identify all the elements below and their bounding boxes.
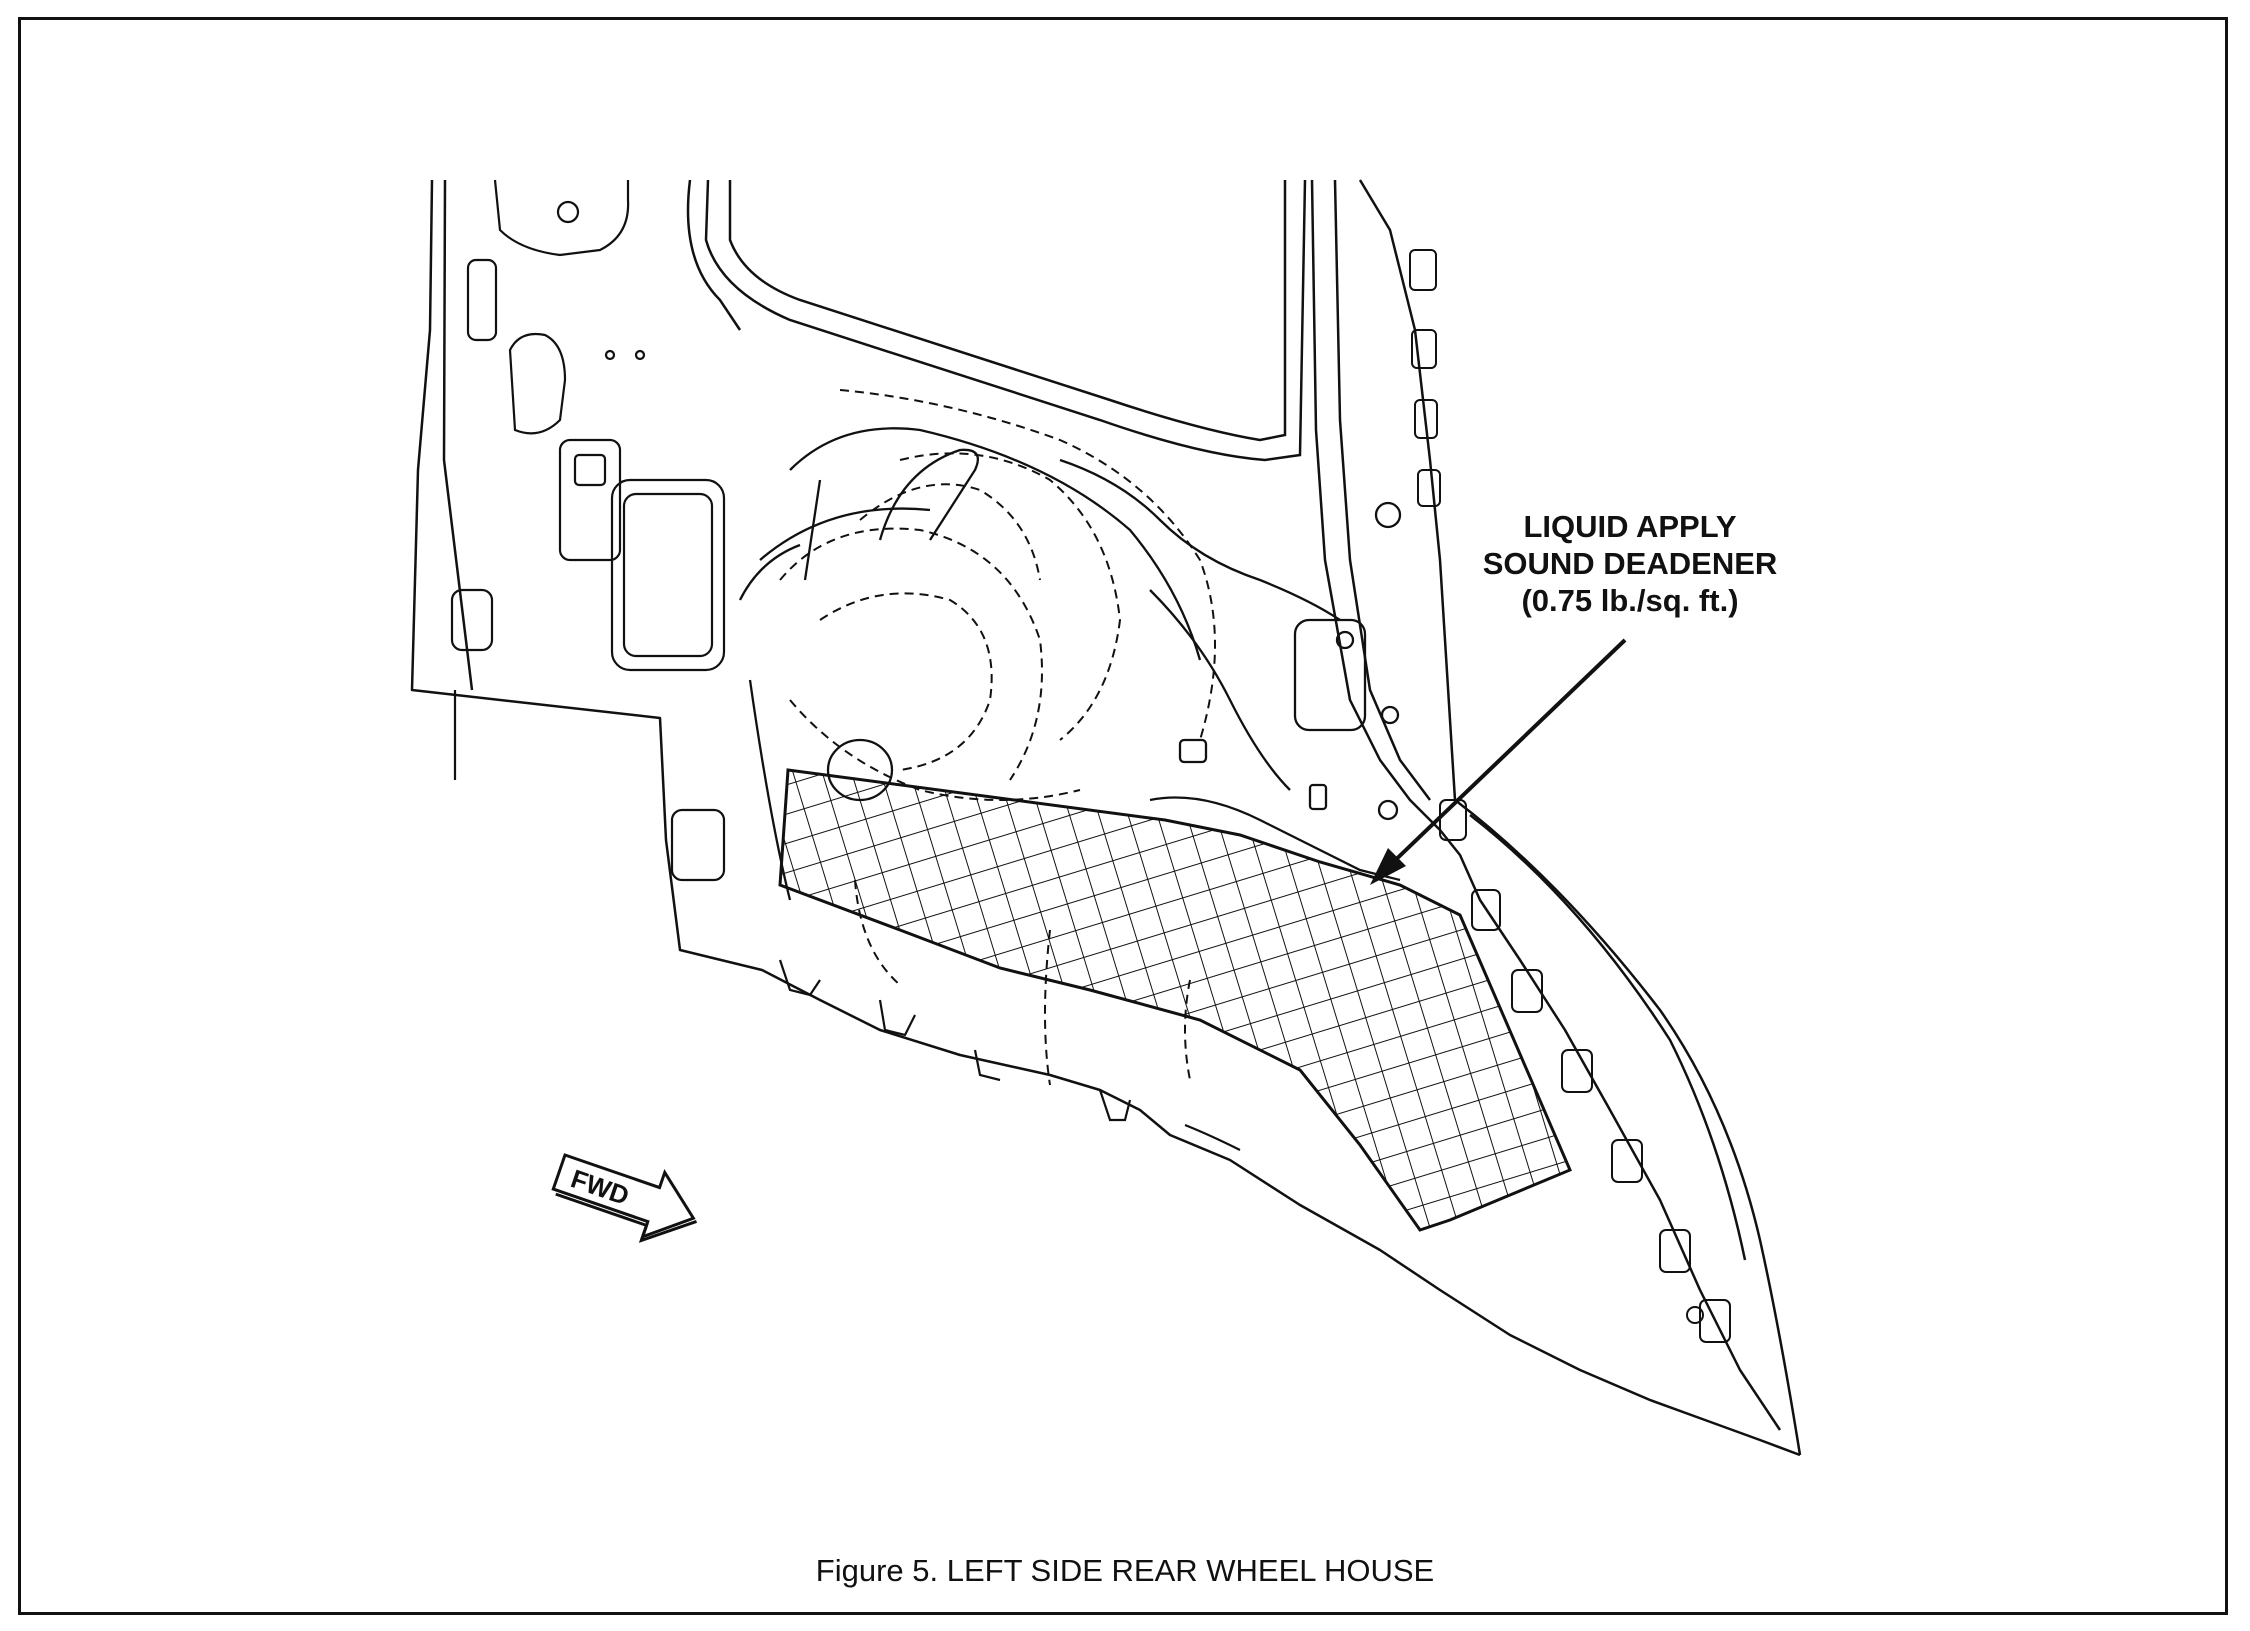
rear-edge-slots [1409,249,1731,1343]
wheelhouse-lines [738,427,1402,901]
figure-caption: Figure 5. LEFT SIDE REAR WHEEL HOUSE [815,1553,1435,1588]
callout-line-1: LIQUID APPLY [1523,509,1737,544]
sound-deadener-callout: LIQUID APPLY SOUND DEADENER (0.75 lb./sq… [1420,508,1840,619]
sound-deadener-area [778,768,1572,1232]
pillar-details [450,179,726,882]
callout-line-2: SOUND DEADENER [1482,546,1778,581]
leader-arrow [1370,638,1627,885]
fwd-arrow: FWD [551,1153,698,1243]
bottom-flange [778,959,1241,1151]
window-opening [686,179,1307,462]
figure-frame [18,17,2228,1615]
callout-line-3: (0.75 lb./sq. ft.) [1521,583,1739,618]
